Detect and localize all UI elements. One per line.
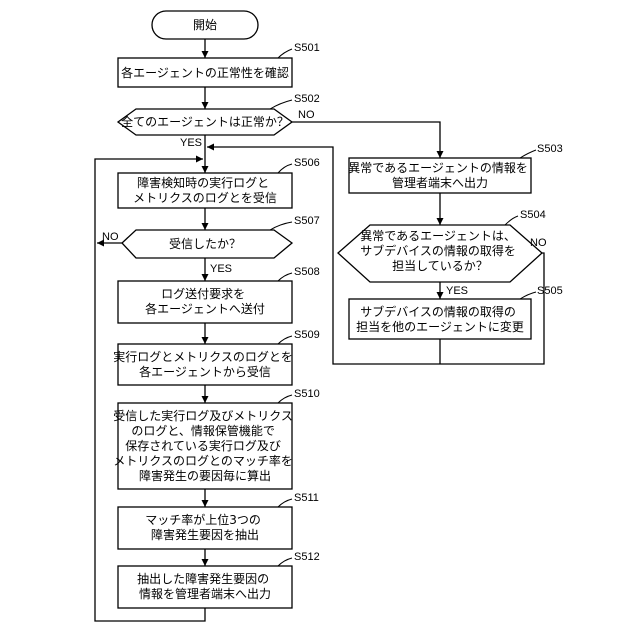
leader-s501 xyxy=(278,49,292,58)
s502-no-label: NO xyxy=(298,109,315,121)
s507-no-label: NO xyxy=(102,231,119,243)
step-label-s509: S509 xyxy=(294,329,320,341)
step-label-s504: S504 xyxy=(520,209,546,221)
step-label-s512: S512 xyxy=(294,551,320,563)
node-s510-text: 受信した実行ログ及びメトリクス のログと、情報保管機能で 保存されている実行ログ… xyxy=(113,408,296,483)
leader-s505 xyxy=(520,292,536,299)
edge-loop-back xyxy=(95,159,205,621)
s502-yes-label: YES xyxy=(180,137,202,149)
node-s502-text: 全てのエージェントは正常か？ xyxy=(121,114,289,129)
leader-s511 xyxy=(278,499,292,507)
leader-s508 xyxy=(278,273,292,281)
leader-s507 xyxy=(270,222,292,230)
step-label-s501: S501 xyxy=(294,42,320,54)
s504-no-label: NO xyxy=(530,237,547,249)
step-label-s507: S507 xyxy=(294,215,320,227)
step-label-s503: S503 xyxy=(537,143,563,155)
s504-yes-label: YES xyxy=(446,285,468,297)
step-label-s508: S508 xyxy=(294,266,320,278)
start-label: 開始 xyxy=(193,18,217,32)
leader-s506 xyxy=(278,164,292,173)
node-s507-text: 受信したか？ xyxy=(169,237,241,251)
step-label-s502: S502 xyxy=(294,93,320,105)
s507-yes-label: YES xyxy=(210,263,232,275)
leader-s502 xyxy=(270,100,292,109)
leader-s503 xyxy=(520,150,536,158)
edge-s502-no xyxy=(292,122,440,158)
node-s501-text: 各エージェントの正常性を確認 xyxy=(121,65,289,80)
step-label-s505: S505 xyxy=(537,285,563,297)
leader-s510 xyxy=(278,395,292,403)
leader-s512 xyxy=(278,558,292,566)
leader-s509 xyxy=(278,336,292,344)
step-label-s511: S511 xyxy=(294,492,319,504)
step-label-s510: S510 xyxy=(294,388,320,400)
step-label-s506: S506 xyxy=(294,157,320,169)
leader-s504 xyxy=(505,216,518,225)
